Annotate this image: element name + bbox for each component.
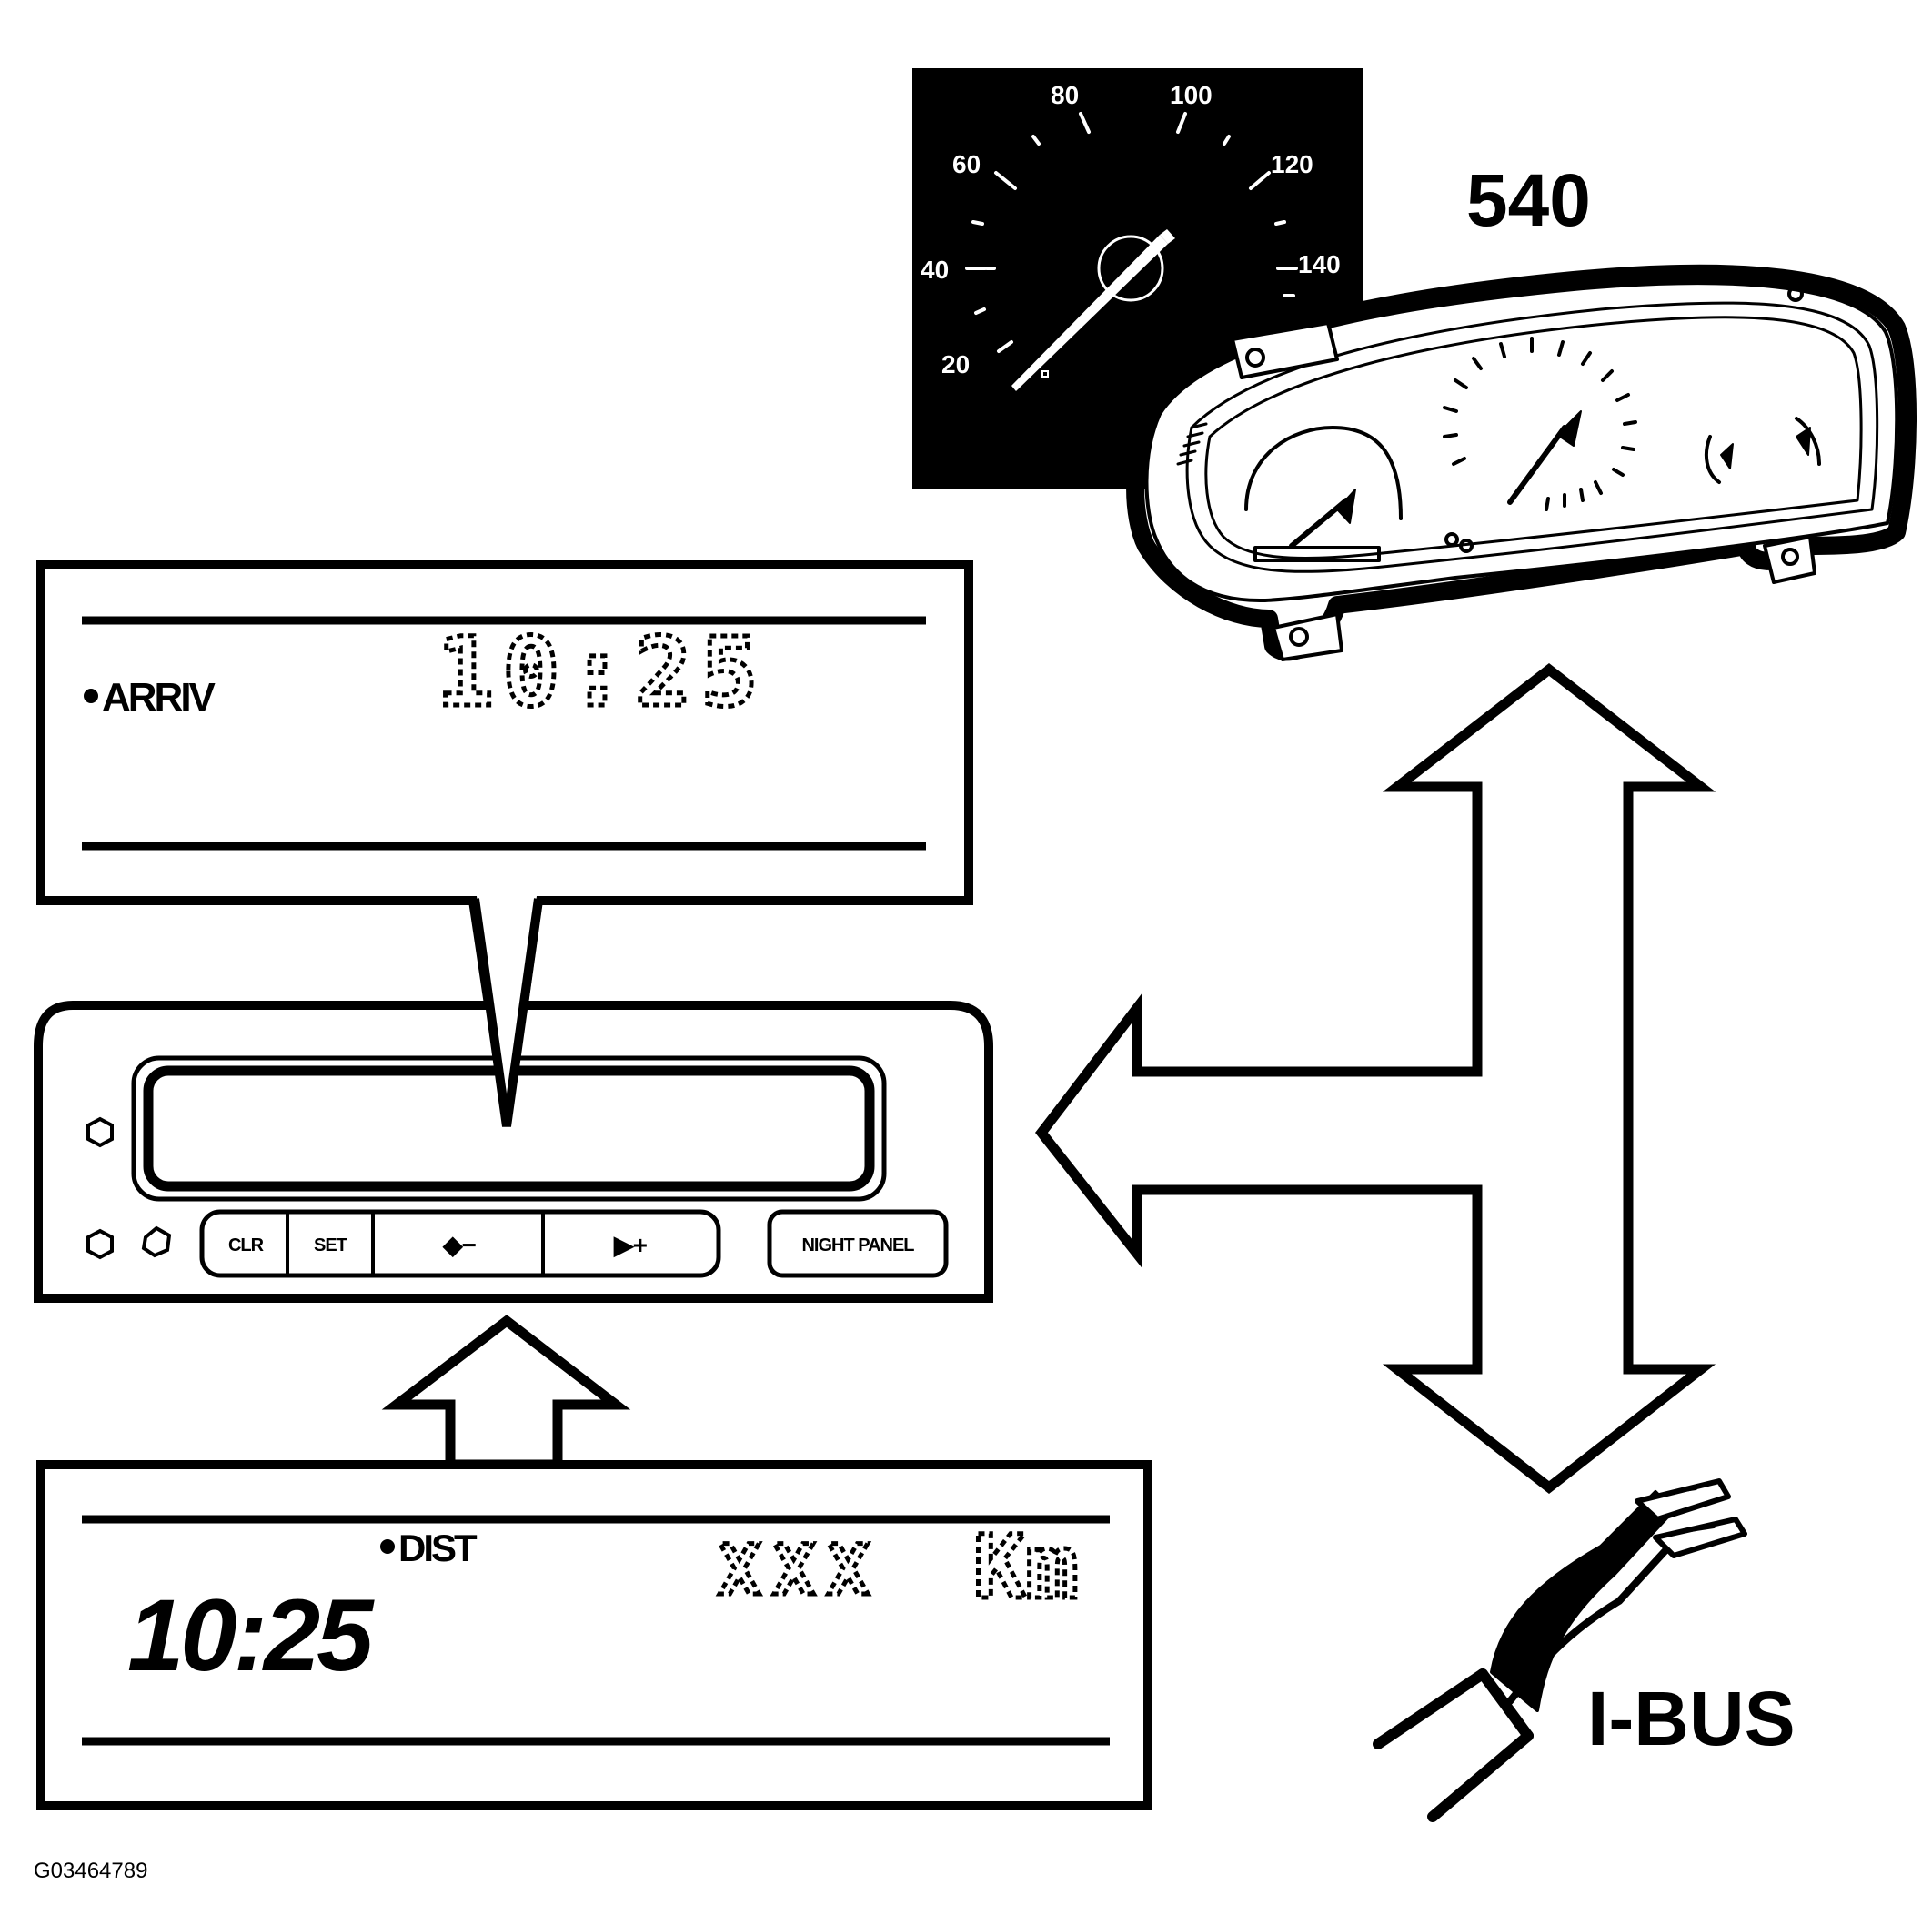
connector-plug-icon	[1373, 1478, 1747, 1822]
decrement-button[interactable]: ◆−	[442, 1231, 478, 1259]
figure-id: G03464789	[34, 1859, 147, 1883]
display-bottom-indicator: DIST	[398, 1527, 478, 1569]
display-bottom-distance: XXX	[719, 1529, 881, 1610]
increment-button[interactable]: ▶+	[613, 1231, 649, 1259]
indicator-dot-icon	[84, 689, 98, 703]
display-bottom-time: 10:25	[127, 1578, 375, 1692]
instrument-cluster-icon	[1126, 264, 1917, 661]
cluster-label: 540	[1466, 159, 1591, 242]
knob-icon[interactable]	[86, 1228, 114, 1260]
speedometer-icon: 20 40 60 80 100 120 140	[912, 68, 1363, 489]
night-panel-button[interactable]: NIGHT PANEL	[801, 1235, 915, 1255]
knob-icon[interactable]	[141, 1225, 172, 1258]
display-bottom-unit: Km	[973, 1517, 1079, 1618]
display-top-indicator: ARRIV	[102, 675, 216, 720]
display-top-value: 10:25	[437, 617, 767, 728]
clr-button[interactable]: CLR	[228, 1235, 266, 1255]
indicator-dot-icon	[380, 1539, 395, 1554]
double-arrow-icon	[1035, 663, 1716, 1494]
tick-label-20: 20	[941, 350, 970, 378]
bus-label: I-BUS	[1587, 1676, 1796, 1761]
tick-label-140: 140	[1298, 250, 1341, 278]
display-bottom-box: DIST 10:25 XXX Km	[36, 1460, 1152, 1810]
tick-label-60: 60	[952, 150, 981, 178]
display-top-callout: ARRIV 10:25	[36, 560, 973, 1127]
knob-icon[interactable]	[86, 1116, 114, 1148]
tick-label-80: 80	[1051, 81, 1079, 109]
tick-label-120: 120	[1271, 150, 1313, 178]
tick-label-40: 40	[921, 256, 949, 284]
tick-label-100: 100	[1170, 81, 1213, 109]
up-arrow-icon	[381, 1315, 631, 1470]
set-button[interactable]: SET	[314, 1235, 348, 1255]
